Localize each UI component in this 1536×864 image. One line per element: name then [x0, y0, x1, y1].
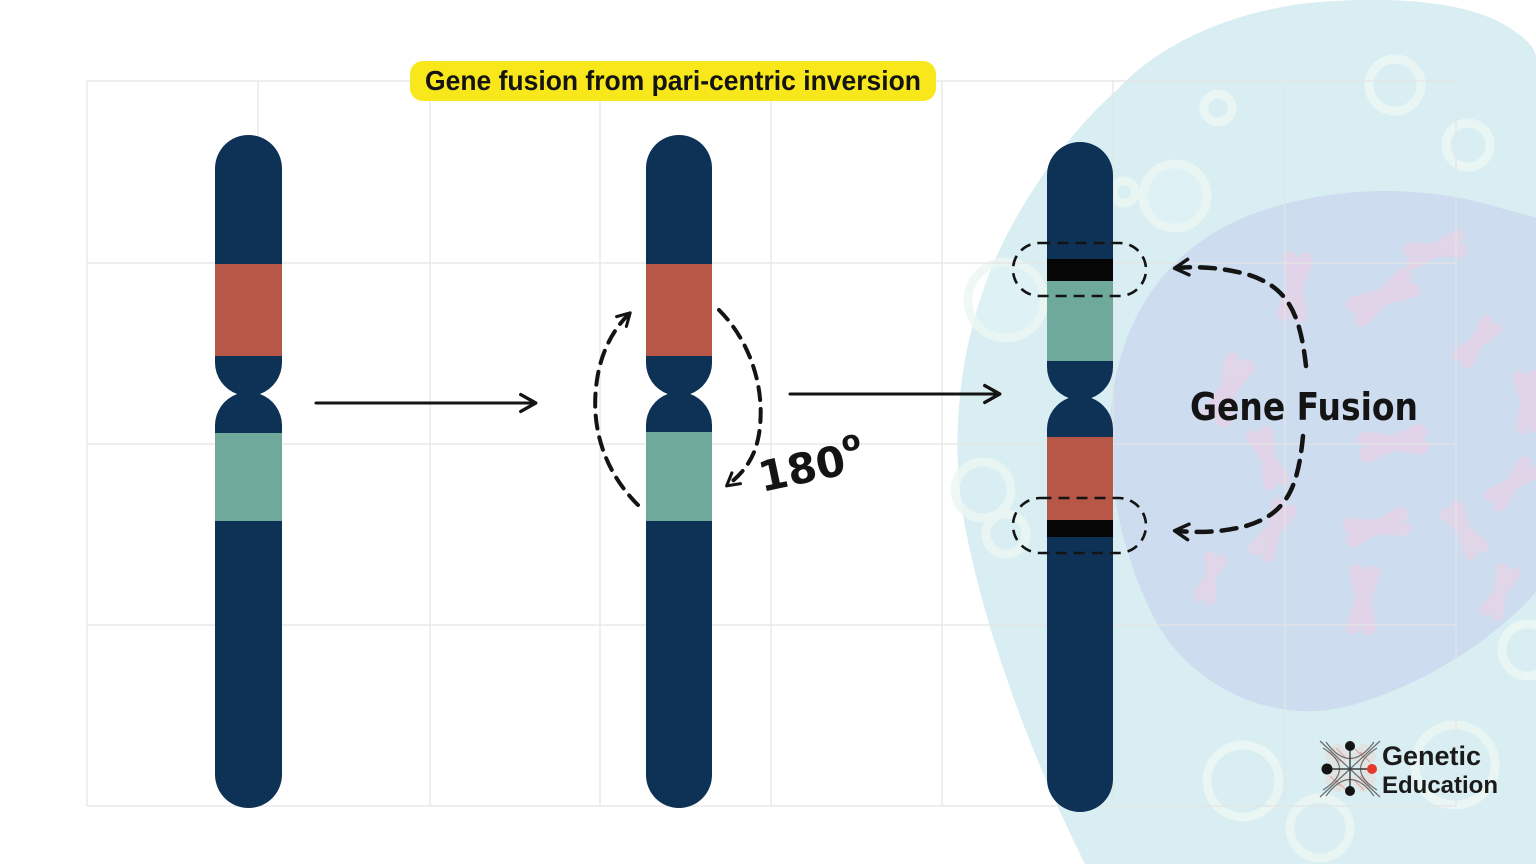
chromosome-inverting [646, 135, 712, 808]
bubble-icon [1410, 720, 1500, 810]
bubble-icon [950, 457, 1016, 523]
rotation-arc-left-icon [593, 311, 640, 507]
background-grid [86, 80, 1457, 807]
chromosome-band-teal [646, 432, 712, 521]
chromosome-band-teal [215, 433, 282, 521]
logo-icon [1319, 740, 1381, 798]
logo-text-bottom: Education [1382, 772, 1498, 799]
fusion-pointer-top-icon [1172, 257, 1309, 369]
bubble-icon [1202, 740, 1284, 822]
fusion-site-marker-bottom [1011, 496, 1148, 555]
rotation-arrows [593, 308, 763, 507]
gene-fusion-label: Gene Fusion [1190, 385, 1418, 429]
chromosome-band-red [1047, 437, 1113, 520]
logo: Genetic Education [1319, 740, 1498, 799]
rotation-arc-right-icon [717, 308, 763, 488]
chromosome-band-red [646, 264, 712, 356]
bubble-icon [963, 257, 1049, 343]
fusion-site-marker-top [1011, 241, 1148, 298]
cell-background [950, 0, 1536, 864]
nucleus [1110, 191, 1536, 712]
fusion-pointer-bottom-icon [1172, 433, 1306, 542]
bubble-icon [1285, 793, 1355, 863]
bubble-icon [1364, 54, 1426, 116]
bubble-icon [1497, 619, 1536, 681]
bubble-icon [981, 509, 1031, 559]
bubble-icon [1138, 159, 1212, 233]
chromosome-band-black_band [1047, 259, 1113, 281]
chromosome-band-black_band [1047, 520, 1113, 537]
logo-text-top: Genetic [1382, 741, 1481, 771]
rotation-label: 180o [752, 423, 869, 502]
cell-bubbles [950, 54, 1536, 863]
logo-red-dot-icon [1367, 764, 1377, 774]
bubble-icon [1199, 89, 1237, 127]
title-badge: Gene fusion from pari-centric inversion [410, 61, 936, 101]
chromosome-band-red [215, 264, 282, 356]
chromosome-fused [1047, 142, 1113, 812]
bubble-icon [1441, 118, 1495, 172]
page-title: Gene fusion from pari-centric inversion [425, 65, 921, 96]
chromosome-original [215, 135, 282, 808]
chromosome-band-teal [1047, 281, 1113, 361]
title-highlight [410, 61, 936, 101]
